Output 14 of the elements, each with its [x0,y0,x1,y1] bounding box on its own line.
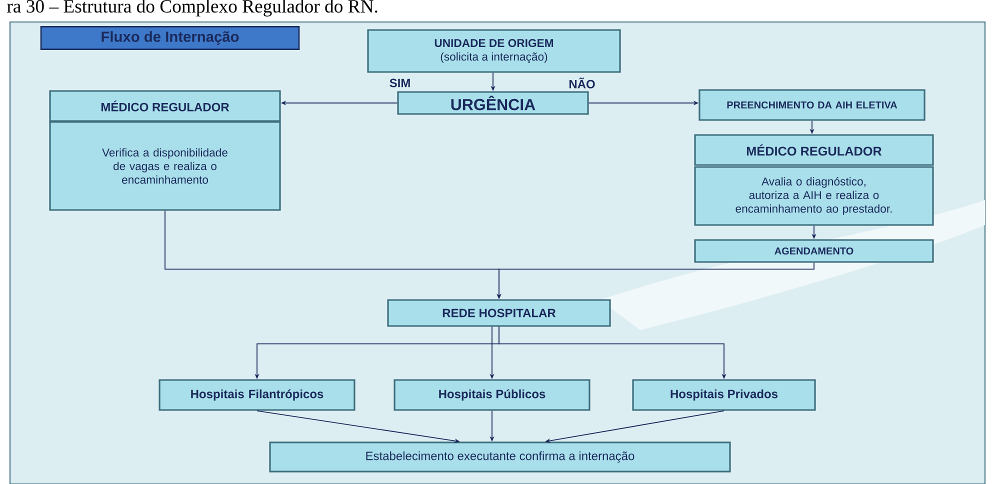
process-box: Hospitais Filantrópicos [158,379,356,411]
process-box: Estabelecimento executante confirma a internação [269,442,731,472]
process-box: PREENCHIMENTO DA AIH ELETIVA [698,89,926,121]
process-box: UNIDADE DE ORIGEM (solicita a internação) [367,29,621,73]
process-box: Avalia o diagnóstico, autoriza a AIH e realiza o encaminhamento ao prestador. [694,166,934,226]
process-box: MÉDICO REGULADOR [49,90,281,122]
process-box: REDE HOSPITALAR [387,299,611,327]
process-box: URGÊNCIA [397,91,589,115]
process-box: Hospitais Privados [632,379,816,411]
process-box: MÉDICO REGULADOR [694,134,934,166]
title-box: Fluxo de Internação [40,26,300,50]
process-box: Hospitais Públicos [394,379,590,411]
process-box: AGENDAMENTO [694,239,934,263]
edge-label: SIM [388,77,412,89]
